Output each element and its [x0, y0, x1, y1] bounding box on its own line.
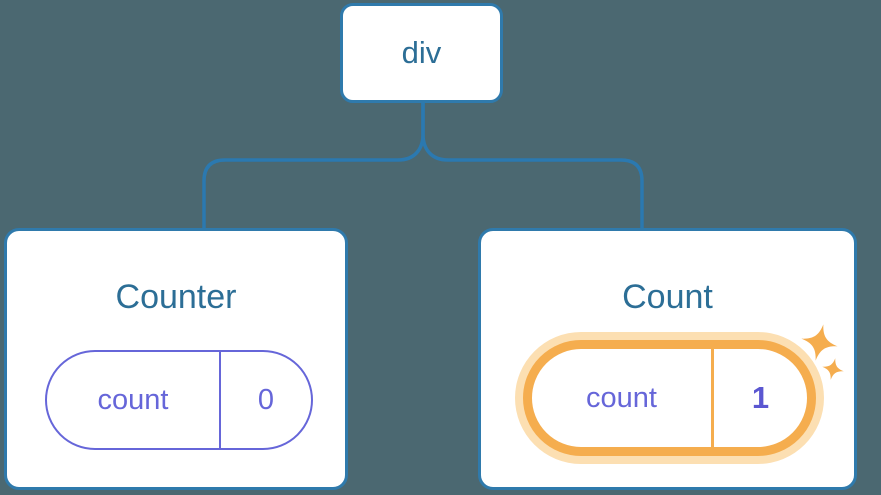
root-node-label: div [401, 35, 442, 70]
card-title: Count [622, 278, 713, 316]
card-title: Counter [115, 278, 237, 316]
state-value: 1 [751, 380, 770, 415]
sparkle-icon [822, 358, 844, 380]
state-key-label: count [97, 383, 169, 416]
state-key-label: count [586, 381, 657, 414]
component-card-counter: Counter count 0 [4, 228, 348, 490]
connector-right-branch [421, 103, 644, 230]
state-pill: count 0 [45, 350, 313, 450]
component-card-count: Count count 1 [478, 228, 857, 490]
state-pill-highlighted: count 1 [523, 340, 816, 456]
pill-divider [711, 349, 714, 447]
state-value: 0 [257, 383, 275, 416]
pill-divider [219, 352, 221, 448]
sparkle-icon [801, 324, 838, 361]
root-node: div [340, 3, 503, 103]
connector-left-branch [202, 103, 425, 230]
